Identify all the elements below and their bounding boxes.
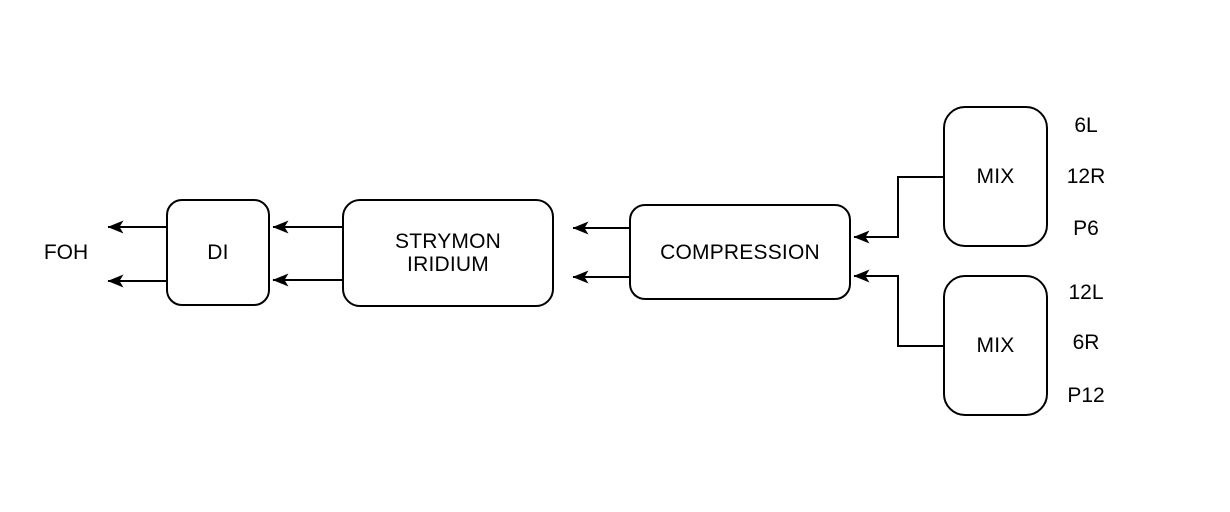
node-di-label: DI — [207, 241, 229, 264]
node-strymon-iridium-label-line1: STRYMON — [394, 230, 502, 253]
node-mix-top[interactable]: MIX — [943, 106, 1048, 247]
node-compression-label: COMPRESSION — [660, 240, 820, 264]
node-mix-top-label: MIX — [976, 165, 1015, 188]
mix-top-output-label-1: 6L — [1074, 114, 1098, 137]
mix-top-output-label-2: 12R — [1066, 165, 1106, 188]
node-di[interactable]: DI — [166, 199, 270, 306]
node-strymon-iridium-label-line2: IRIDIUM — [407, 253, 489, 276]
foh-label: FOH — [43, 241, 89, 264]
connector-mix-bottom-to-compression — [853, 269, 943, 347]
node-mix-bottom-label: MIX — [976, 334, 1015, 357]
mix-bottom-output-label-1: 12L — [1068, 281, 1104, 304]
node-mix-bottom[interactable]: MIX — [943, 275, 1048, 416]
node-strymon-iridium[interactable]: STRYMON IRIDIUM — [342, 199, 554, 307]
mix-bottom-output-label-2: 6R — [1072, 331, 1100, 354]
node-compression[interactable]: COMPRESSION — [629, 204, 851, 300]
mix-bottom-output-label-3: P12 — [1067, 384, 1105, 407]
mix-top-output-label-3: P6 — [1073, 217, 1099, 240]
connector-mix-top-to-compression — [853, 176, 943, 244]
